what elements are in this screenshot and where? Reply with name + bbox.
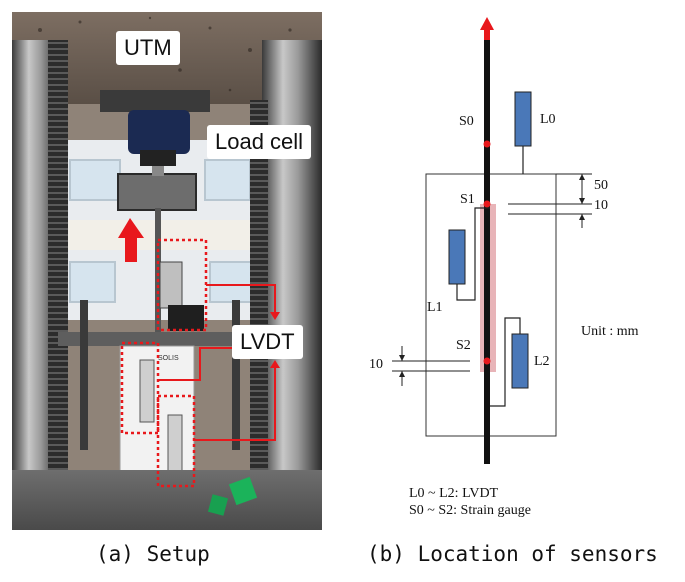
- photo-load-arrow: [118, 218, 144, 262]
- lvdt-l2: [511, 333, 529, 389]
- lower-crossbeam: [58, 332, 272, 346]
- upper-lvdt: [159, 261, 183, 309]
- gauge-s2: [483, 357, 491, 365]
- dimension-top: [508, 173, 592, 228]
- caption-a: (a) Setup: [96, 542, 210, 566]
- dim-50: 50: [594, 178, 608, 193]
- lvdt-l0: [514, 91, 532, 147]
- enclosure-label: SOLIS: [158, 355, 179, 362]
- gauge-s1: [483, 200, 491, 208]
- wall-strip: [62, 220, 262, 250]
- label-s0: S0: [459, 114, 474, 129]
- window-panes: [69, 159, 256, 303]
- gauge-s0: [483, 140, 491, 148]
- grip-block: [117, 173, 197, 211]
- green-tag: [228, 476, 258, 506]
- dim-10-left: 10: [369, 357, 383, 372]
- load-arrow: [480, 17, 494, 40]
- caption-b: (b) Location of sensors: [367, 542, 658, 566]
- label-l2: L2: [534, 354, 550, 369]
- lvdt-l1: [448, 229, 466, 285]
- setup-photo: SOLIS: [12, 12, 322, 530]
- dim-10-top: 10: [594, 198, 608, 213]
- right-thread-rod: [250, 100, 268, 480]
- unit-label: Unit : mm: [581, 324, 639, 339]
- load-cell-label: Load cell: [207, 125, 312, 159]
- right-column: [262, 40, 322, 480]
- lower-lvdt-left: [139, 359, 155, 423]
- concrete-block-outline: [425, 173, 557, 437]
- label-s1: S1: [460, 192, 475, 207]
- gauge-zone: [480, 204, 496, 372]
- label-l0: L0: [540, 112, 556, 127]
- floor: [12, 470, 322, 530]
- load-cell-body: [128, 110, 190, 154]
- rebar: [484, 40, 490, 464]
- utm-label: UTM: [116, 31, 180, 65]
- upper-clamp: [168, 305, 204, 331]
- lvdt-label: LVDT: [232, 325, 303, 359]
- lvdt-leader-lines: [158, 284, 276, 441]
- upper-plate: [100, 90, 210, 112]
- label-l1: L1: [427, 300, 443, 315]
- label-s2: S2: [456, 338, 471, 353]
- legend-lvdt: L0 ~ L2: LVDT: [409, 486, 499, 501]
- left-thread-rod: [48, 40, 68, 480]
- legend-strain-gauge: S0 ~ S2: Strain gauge: [409, 503, 531, 518]
